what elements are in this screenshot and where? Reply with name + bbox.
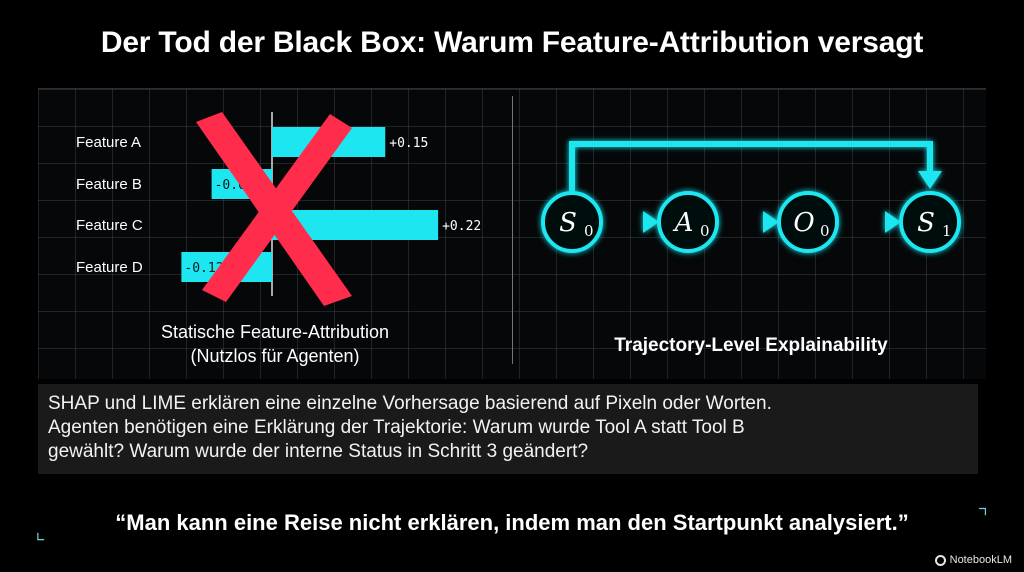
description-line3: gewählt? Warum wurde der interne Status … — [48, 441, 589, 462]
value-label: +0.15 — [389, 136, 428, 151]
description-line1: SHAP und LIME erklären eine einzelne Vor… — [48, 393, 772, 414]
page-title: Der Tod der Black Box: Warum Feature-Att… — [100, 26, 924, 59]
corner-bracket-right-icon: ⌝ — [976, 504, 990, 529]
watermark-label: NotebookLM — [949, 554, 1012, 566]
node-label: S — [559, 208, 577, 238]
description-box: SHAP und LIME erklären eine einzelne Vor… — [38, 384, 978, 474]
quote-text: “Man kann eine Reise nicht erklären, ind… — [115, 510, 909, 535]
node-label: O — [793, 208, 814, 238]
value-label: -0.12 — [184, 261, 223, 276]
arrow-icon — [603, 211, 659, 233]
feature-label: Feature C — [76, 217, 143, 234]
left-caption-line1: Statische Feature-Attribution — [160, 322, 390, 342]
feature-label: Feature A — [76, 134, 141, 151]
value-label: +0.22 — [442, 219, 481, 234]
watermark: NotebookLM — [934, 554, 1012, 566]
left-caption: Statische Feature-Attribution (Nutzlos f… — [90, 320, 460, 368]
notebooklm-logo-icon — [934, 554, 946, 566]
panel-divider — [512, 96, 513, 364]
corner-bracket-left-icon: ⌞ — [34, 520, 48, 545]
red-x-icon — [196, 112, 352, 306]
node-subscript: 1 — [942, 222, 952, 240]
node-subscript: 0 — [820, 222, 830, 240]
arrow-icon — [719, 211, 779, 233]
arrow-icon — [839, 211, 901, 233]
node-label: S — [917, 208, 935, 238]
node-subscript: 0 — [584, 222, 594, 240]
node-label: A — [673, 208, 694, 238]
feature-label: Feature B — [76, 176, 142, 193]
description-line2: Agenten benötigen eine Erklärung der Tra… — [48, 417, 745, 438]
right-caption: Trajectory-Level Explainability — [614, 335, 888, 356]
left-caption-line2: (Nutzlos für Agenten) — [190, 346, 360, 366]
feedback-arrow-icon — [569, 141, 942, 191]
feature-label: Feature D — [76, 259, 143, 276]
node-subscript: 0 — [700, 222, 710, 240]
